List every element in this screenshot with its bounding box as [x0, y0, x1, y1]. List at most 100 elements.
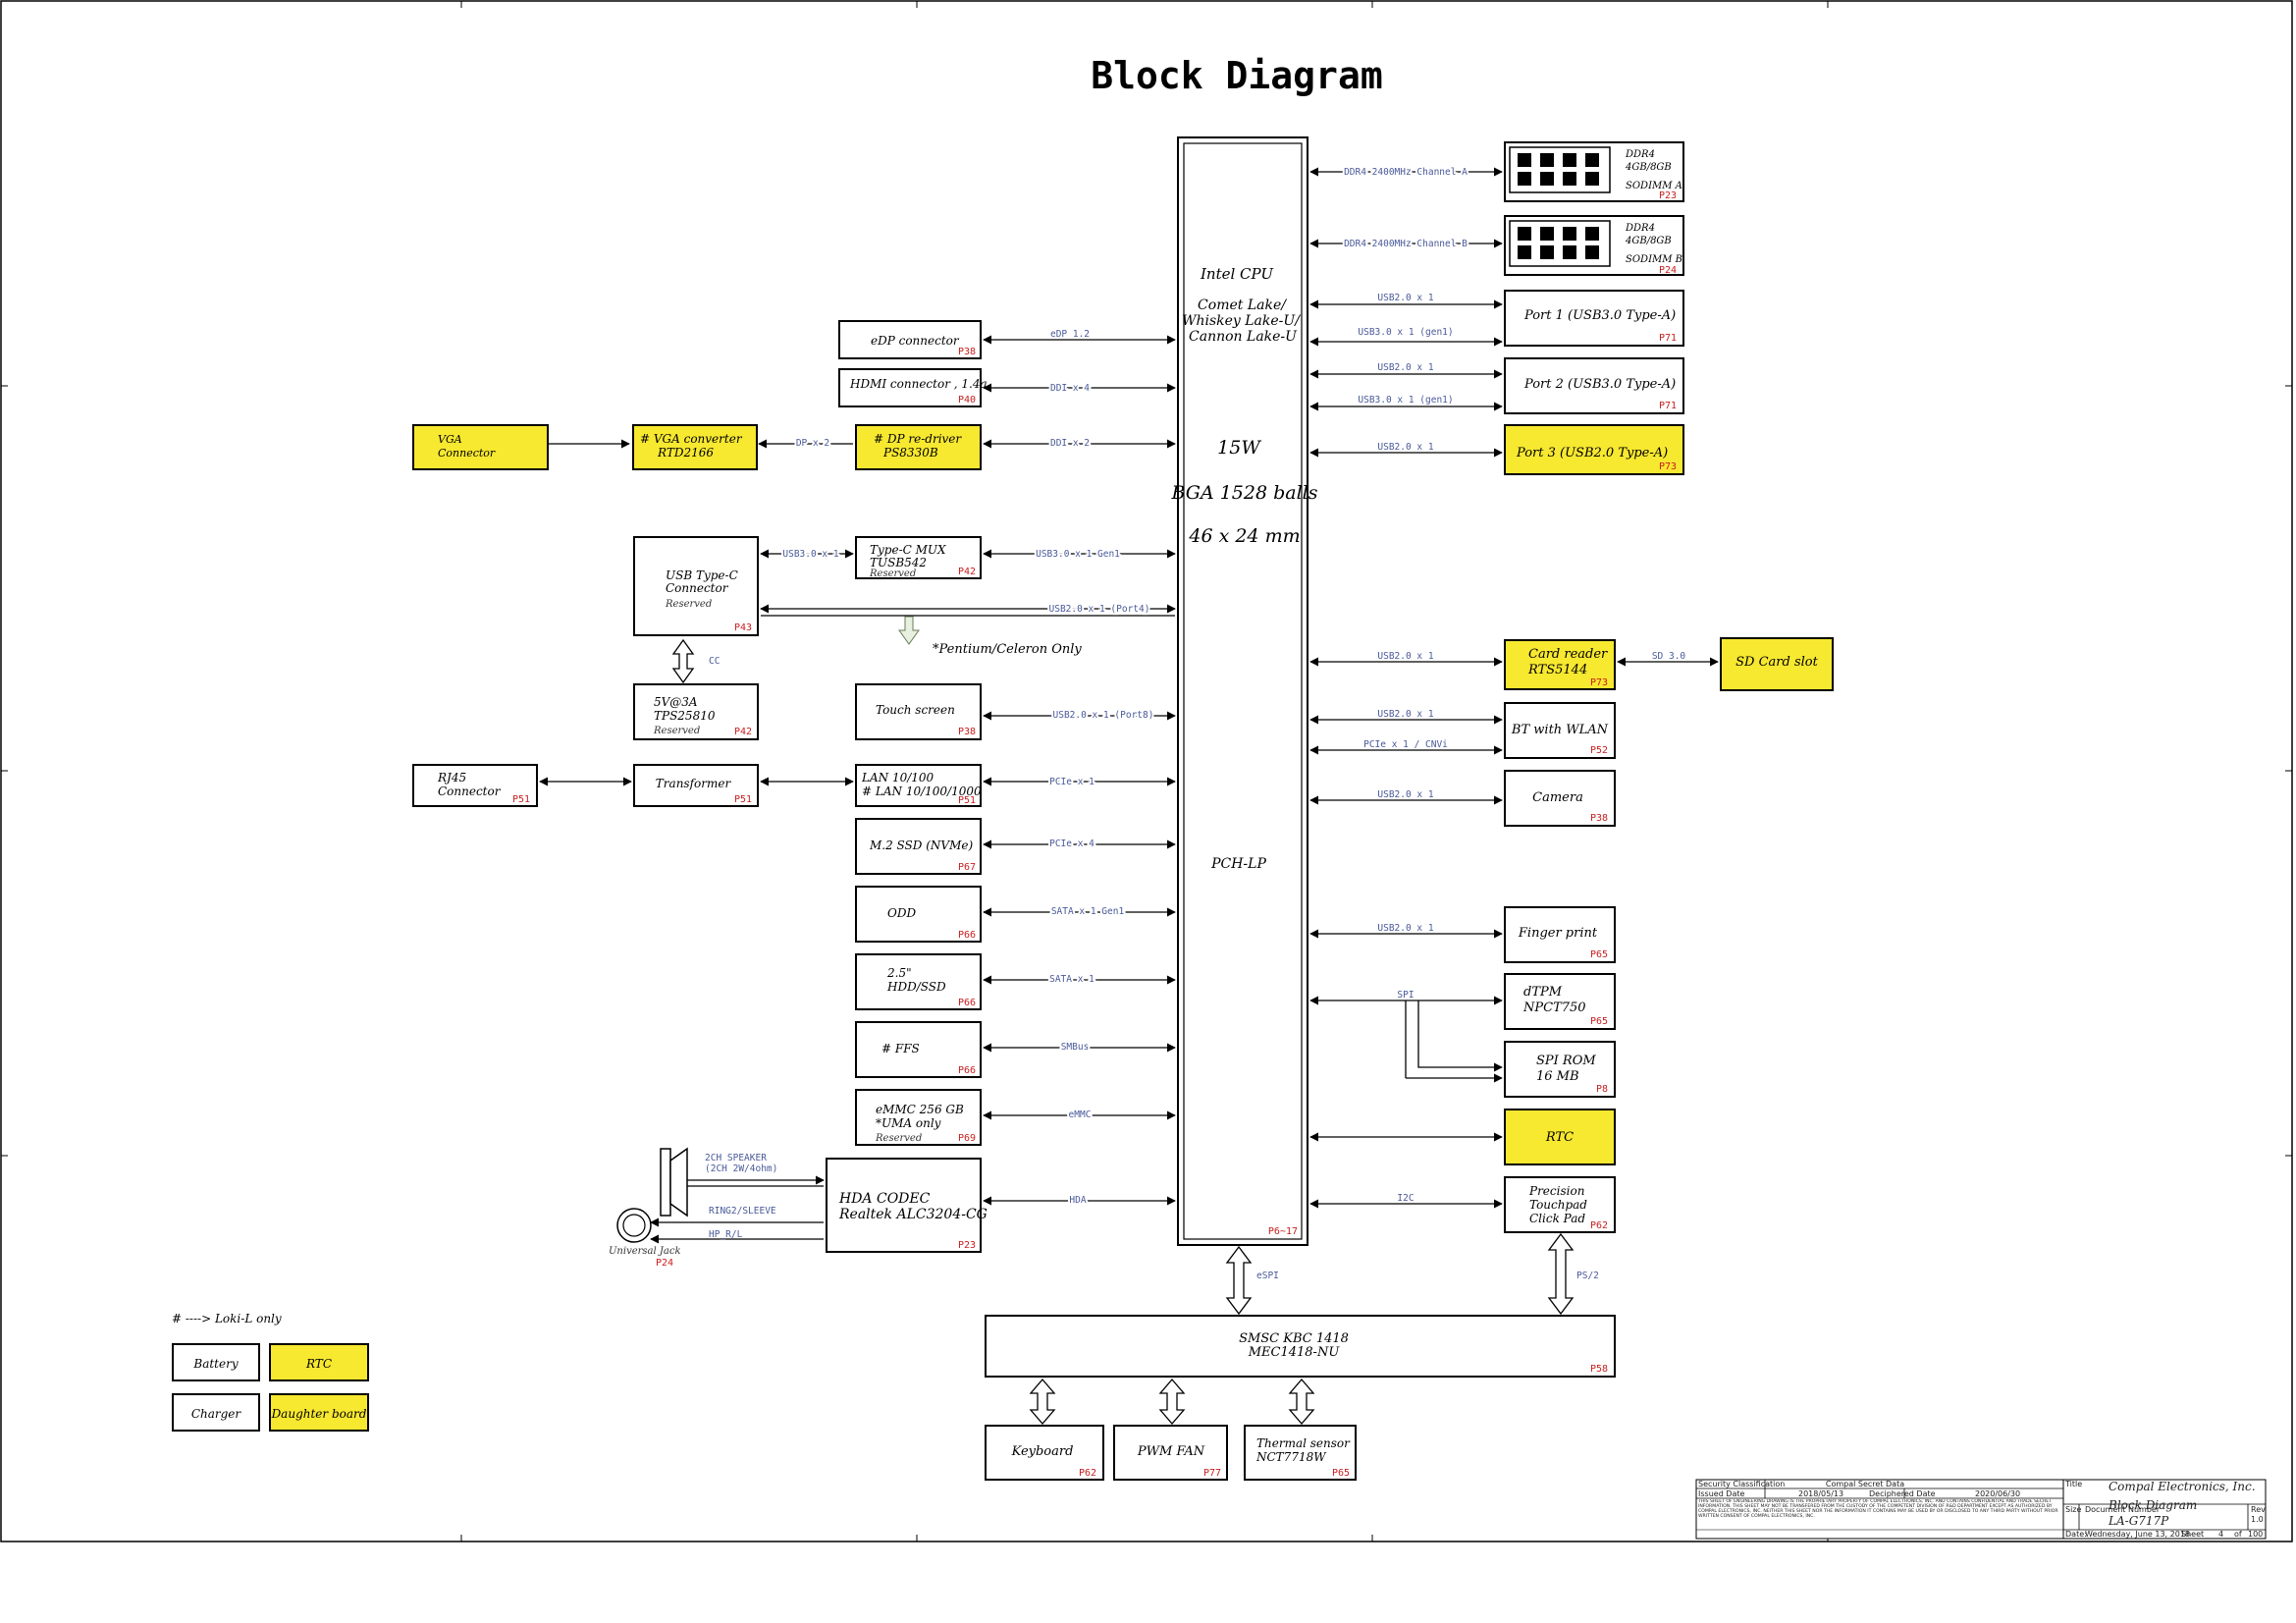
camera-page: P38 [1590, 813, 1608, 824]
keyboard-page: P62 [1079, 1468, 1096, 1479]
emmc-l3: Reserved [875, 1133, 922, 1144]
ffs-page: P66 [958, 1065, 976, 1076]
usbc-page: P43 [734, 622, 752, 633]
bus-edp: eDP 1.2 [1050, 329, 1090, 340]
speaker-icon [660, 1147, 688, 1217]
bus-i2c: I2C [1397, 1193, 1414, 1204]
bus-odd: SATA x 1 Gen1 [1051, 906, 1125, 917]
spirom-page: P8 [1596, 1084, 1608, 1095]
tb-doc-title: Block Diagram [2108, 1498, 2197, 1512]
finger-page: P65 [1590, 949, 1608, 960]
typec-mux-l3: Reserved [869, 568, 916, 579]
usb-port-1: USB2.0 x 1 USB3.0 x 1 (gen1) Port 1 (USB… [1309, 290, 1684, 347]
touchpad-page: P62 [1590, 1220, 1608, 1231]
finger-label: Finger print [1518, 926, 1598, 941]
tb-docnum-label: Document Number [2085, 1505, 2161, 1514]
legend-rtc: RTC [305, 1357, 332, 1371]
bus-hdmi: DDI x 4 [1050, 383, 1090, 394]
edp-page: P38 [958, 347, 976, 357]
hda-codec: HDA CODEC Realtek ALC3204-CG P23 HDA 2CH… [609, 1147, 1176, 1269]
cc-label: CC [709, 656, 720, 667]
bus-port1-usb3: USB3.0 x 1 (gen1) [1358, 327, 1453, 338]
bus-sd: SD 3.0 [1652, 651, 1686, 662]
hdd: 2.5" HDD/SSD P66 SATA x 1 [855, 953, 1176, 1010]
bus-emmc: eMMC [1069, 1109, 1092, 1120]
rtc-label: RTC [1545, 1130, 1574, 1145]
tb-issued: 2018/05/13 [1798, 1489, 1843, 1498]
tb-rev: 1.0 [2251, 1515, 2264, 1524]
tb-disclaimer-wrap: THIS SHEET OF ENGINEERING DRAWING IS THE… [1698, 1499, 2058, 1519]
tb-model: LA-G717P [2108, 1514, 2169, 1528]
touch-screen: Touch screen P38 USB2.0 x 1 (Port8) [855, 683, 1176, 740]
usb-typec: USB Type-C Connector Reserved P43 USB3.0… [633, 536, 1176, 740]
hdd-l2: HDD/SSD [886, 980, 946, 994]
vga-l2: Connector [438, 447, 496, 460]
cpu-page: P6~17 [1268, 1226, 1298, 1237]
typec-mux-l1: Type-C MUX [870, 543, 946, 557]
hdmi: HDMI connector , 1.4a P40 DDI x 4 [838, 368, 1176, 407]
bus-port3-usb2: USB2.0 x 1 [1377, 442, 1433, 453]
cpu-block: Intel CPU Comet Lake/ Whiskey Lake-U/ Ca… [1170, 136, 1318, 1246]
card-reader-chip: RTS5144 [1527, 663, 1587, 677]
pd-l2: TPS25810 [654, 709, 716, 723]
sodimm-a-label: SODIMM A [1626, 181, 1682, 191]
lan-l2: # LAN 10/100/1000 [862, 784, 982, 798]
cpu-size: 46 x 24 mm [1188, 525, 1300, 547]
frame-ticks [1, 1, 2292, 1542]
hdd-page: P66 [958, 998, 976, 1008]
rj45-l2: Connector [438, 784, 502, 798]
dp-redriver-l2: PS8330B [882, 446, 938, 460]
thermal-l2: NCT7718W [1255, 1450, 1327, 1464]
tb-deciphered: 2020/06/30 [1975, 1489, 2020, 1498]
bus-ddr4-a: DDR4 2400MHz Channel A [1344, 167, 1468, 178]
rj45-page: P51 [512, 794, 530, 805]
ssd: M.2 SSD (NVMe) P67 PCIe x 4 [855, 818, 1176, 875]
sodimm-a-size: 4GB/8GB [1625, 162, 1672, 173]
edp-label: eDP connector [871, 334, 960, 348]
vga-conv-l1: # VGA converter [640, 432, 743, 446]
transformer-label: Transformer [656, 777, 732, 790]
bus-camera: USB2.0 x 1 [1377, 789, 1433, 800]
tb-security: Security Classification [1698, 1480, 1785, 1488]
port2-page: P71 [1659, 401, 1677, 411]
tb-date: Wednesday, June 13, 2018 [2085, 1530, 2190, 1539]
pd-page: P42 [734, 727, 752, 737]
cpu-family-1: Comet Lake/ [1198, 298, 1287, 313]
typec-mux-l2: TUSB542 [870, 556, 927, 569]
edp: eDP connector P38 eDP 1.2 [838, 320, 1176, 359]
dtpm-label: dTPM [1523, 985, 1563, 1000]
bus-usbc-mux: USB3.0 x 1 [782, 549, 838, 560]
spirom-label: SPI ROM [1536, 1054, 1596, 1068]
tb-deciphered-label: Deciphered Date [1869, 1489, 1936, 1498]
touchpad: I2C Precision Touchpad Click Pad P62 [1309, 1176, 1616, 1233]
bt-wlan-label: BT with WLAN [1511, 723, 1609, 737]
sodimm-b-label: SODIMM B [1626, 254, 1682, 265]
bus-ssd: PCIe x 4 [1049, 839, 1095, 849]
tb-secret: Compal Secret Data [1826, 1480, 1904, 1488]
usb-port-2: USB2.0 x 1 USB3.0 x 1 (gen1) Port 2 (USB… [1309, 357, 1684, 414]
tb-rev-label: Rev [2251, 1505, 2266, 1514]
hdmi-label: HDMI connector , 1.4a [849, 377, 988, 391]
tb-title-label: Title [2064, 1480, 2082, 1488]
bus-port2-usb3: USB3.0 x 1 (gen1) [1358, 395, 1453, 406]
sodimm-a: DDR4 2400MHz Channel A DDR4 4GB/8GB SODI… [1309, 141, 1684, 202]
cpu-family-2: Whiskey Lake-U/ [1182, 313, 1301, 329]
tb-sheet-label: Sheet [2181, 1530, 2204, 1539]
bus-vga: DP x 2 [796, 438, 829, 449]
page-title: Block Diagram [1091, 54, 1382, 97]
tb-date-label: Date: [2065, 1530, 2087, 1539]
ffs: # FFS P66 SMBus [855, 1021, 1176, 1078]
lan-page: P51 [958, 795, 976, 806]
sd-slot-label: SD Card slot [1735, 655, 1818, 670]
hdd-l1: 2.5" [886, 966, 912, 980]
pd-l1: 5V@3A [654, 695, 698, 709]
vga-chain: VGA Connector # VGA converter RTD2166 DP… [412, 424, 1176, 470]
vga-l1: VGA [438, 433, 462, 446]
bt-wlan: USB2.0 x 1 PCIe x 1 / CNVi BT with WLAN … [1309, 702, 1616, 759]
ssd-label: M.2 SSD (NVMe) [869, 839, 973, 852]
touchpad-l1: Precision [1528, 1184, 1584, 1198]
emmc-l2: *UMA only [876, 1116, 941, 1130]
dtpm-page: P65 [1590, 1016, 1608, 1027]
lan-l1: LAN 10/100 [861, 771, 934, 784]
